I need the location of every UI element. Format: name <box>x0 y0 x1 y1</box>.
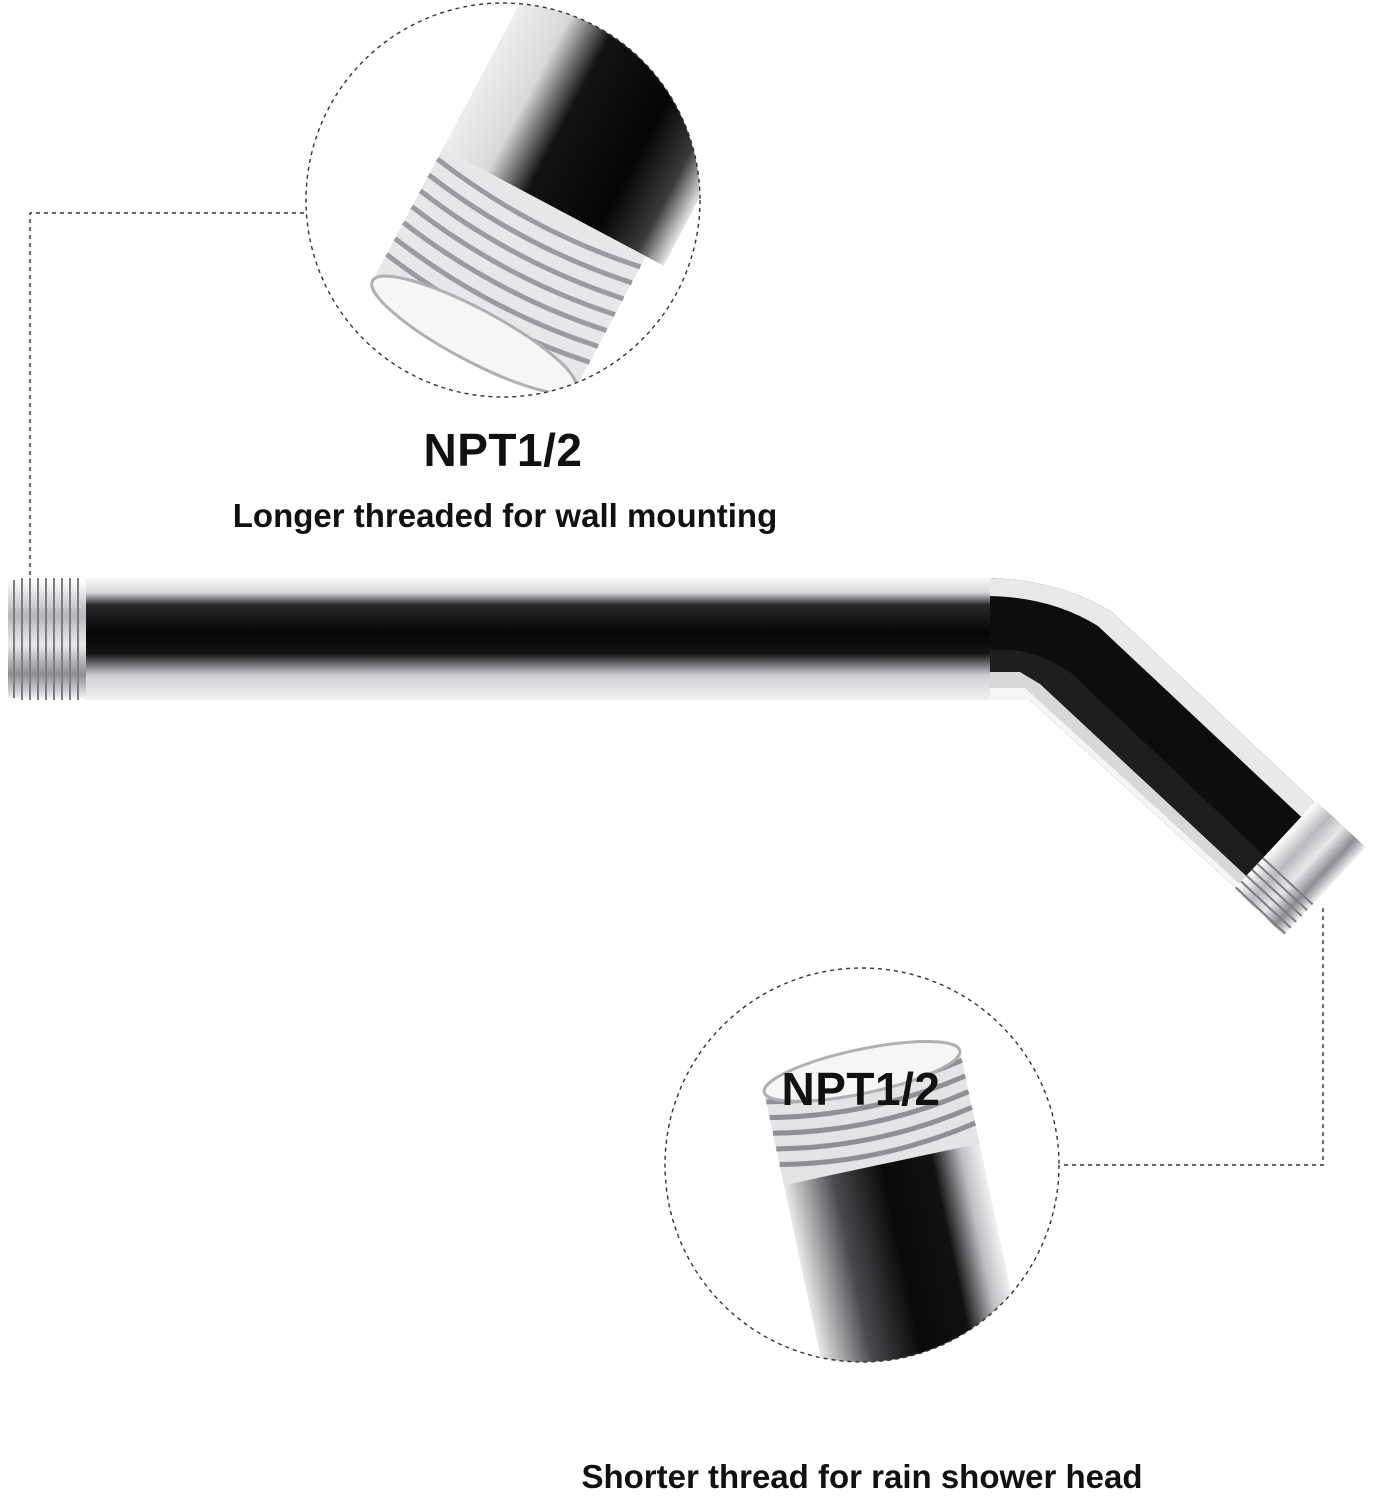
bottom-zoom-detail <box>664 967 1060 1363</box>
wall-thread <box>8 578 86 700</box>
bottom-zoom-thread <box>762 1039 980 1186</box>
bottom-description-label: Shorter thread for rain shower head <box>581 1458 1143 1495</box>
head-thread <box>1234 800 1366 936</box>
top-zoom-thread <box>370 148 646 395</box>
bottom-leader-line <box>1060 908 1324 1166</box>
shower-arm-tube <box>85 578 990 700</box>
bottom-zoom-circle <box>664 967 1060 1363</box>
bottom-spec-label: NPT1/2 <box>781 1063 941 1115</box>
leader-lines <box>29 212 1324 1166</box>
top-spec-label: NPT1/2 <box>423 424 583 476</box>
top-zoom-circle <box>305 2 701 398</box>
top-leader-line <box>29 212 306 575</box>
top-description-label: Longer threaded for wall mounting <box>232 497 778 534</box>
top-zoom-detail <box>305 2 701 398</box>
shower-arm <box>8 578 1366 936</box>
